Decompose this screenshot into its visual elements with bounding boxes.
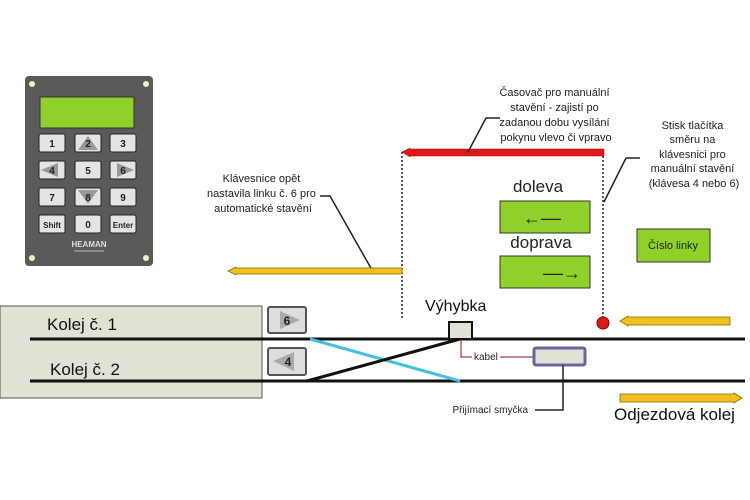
press-note: Stisk tlačítka směru na klávesnici pro m…: [649, 120, 740, 190]
key-1-button: 1: [38, 133, 66, 153]
key-8-button: 8: [74, 187, 102, 207]
doprava-box: [499, 255, 591, 289]
screw-icon: [143, 81, 149, 87]
key-2-button: 2: [74, 133, 102, 153]
key-label: 9: [120, 193, 126, 204]
auto-note-line: Klávesnice opět: [223, 173, 301, 185]
keypad-display: [39, 96, 135, 129]
key-label: Enter: [113, 221, 133, 230]
keypad-logo: HEAMAN: [71, 240, 106, 249]
switch-motor-box: [448, 321, 473, 340]
loop-label: Přijímací smyčka: [452, 405, 528, 416]
auto-note: Klávesnice opět nastavila linku č. 6 pro…: [207, 173, 319, 215]
screw-icon: [143, 255, 149, 261]
timer-note-line: zadanou dobu vysílání: [499, 117, 609, 129]
signal-dot: [596, 316, 610, 330]
line-number-box: [636, 228, 711, 263]
timer-note: Časovač pro manuální stavění - zajistí p…: [499, 86, 612, 144]
key-shift-button: Shift: [38, 214, 66, 234]
key-label: 4: [49, 166, 55, 177]
key-0-button: 0: [74, 214, 102, 234]
arrow-triangle-icon: [78, 190, 98, 204]
switch-label: Výhybka: [425, 298, 486, 315]
key-label: 0: [85, 220, 91, 231]
timer-note-line: stavění - zajistí po: [510, 102, 599, 114]
auto-note-line: nastavila linku č. 6 pro: [207, 188, 316, 200]
switch-diagonal: [306, 337, 461, 383]
left-triangle-icon: [273, 352, 294, 371]
key-label: 8: [85, 193, 91, 204]
loop-leader: [535, 365, 564, 411]
cable-label: kabel: [474, 352, 498, 363]
key-4-label: 4: [285, 355, 292, 369]
key-label: 3: [120, 139, 126, 150]
press-note-leader: [603, 157, 640, 203]
key-7-button: 7: [38, 187, 66, 207]
press-note-line: (klávesa 4 nebo 6): [649, 178, 740, 190]
right-triangle-icon: [280, 311, 300, 329]
key-6-button: 6: [109, 160, 137, 180]
receiving-loop: [532, 346, 587, 367]
key-label: 2: [85, 139, 91, 150]
key-label: 6: [120, 166, 126, 177]
right-arrow-icon: ––→: [543, 263, 581, 283]
key-3-button: 3: [109, 133, 137, 153]
key-5-button: 5: [74, 160, 102, 180]
screw-icon: [29, 81, 35, 87]
screw-icon: [29, 255, 35, 261]
track-1-label: Kolej č. 1: [47, 315, 117, 334]
timer-note-line: Časovač pro manuální: [499, 86, 609, 99]
auto-yellow-arrow: [227, 266, 403, 276]
press-note-line: směru na: [670, 134, 717, 146]
arrow-triangle-icon: [117, 163, 134, 177]
key-label: 7: [49, 193, 55, 204]
timer-arrow: [401, 147, 605, 158]
key-enter-button: Enter: [109, 214, 137, 234]
press-note-line: klávesnici pro: [659, 149, 726, 161]
track-area: [0, 305, 263, 399]
key-4-button: 4: [38, 160, 66, 180]
key-9-button: 9: [109, 187, 137, 207]
key-6-button: 6: [267, 306, 307, 334]
left-arrow-icon: ←––: [523, 208, 561, 228]
key-label: 1: [49, 139, 55, 150]
doprava-label: doprava: [510, 233, 572, 252]
incoming-yellow-arrow: [619, 315, 731, 327]
line-number-label: Číslo linky: [648, 239, 699, 252]
key-4-button: 4: [267, 347, 307, 376]
arrow-triangle-icon: [78, 136, 98, 150]
cable-line: [460, 339, 472, 358]
key-label: Shift: [43, 221, 61, 230]
press-note-line: Stisk tlačítka: [662, 120, 725, 132]
timer-note-leader: [467, 117, 500, 153]
key-6-label: 6: [284, 314, 291, 328]
track-2-label: Kolej č. 2: [50, 360, 120, 379]
key-label: 5: [85, 166, 91, 177]
auto-note-line: automatické stavění: [214, 203, 312, 215]
auto-note-leader: [320, 195, 373, 271]
doleva-box: [499, 200, 591, 234]
timer-note-line: pokynu vlevo či vpravo: [500, 132, 611, 144]
doleva-label: doleva: [513, 177, 564, 196]
press-note-line: manuální stavění: [651, 163, 735, 175]
departure-yellow-arrow: [619, 392, 743, 404]
departure-label: Odjezdová kolej: [614, 405, 735, 424]
arrow-triangle-icon: [41, 163, 58, 177]
